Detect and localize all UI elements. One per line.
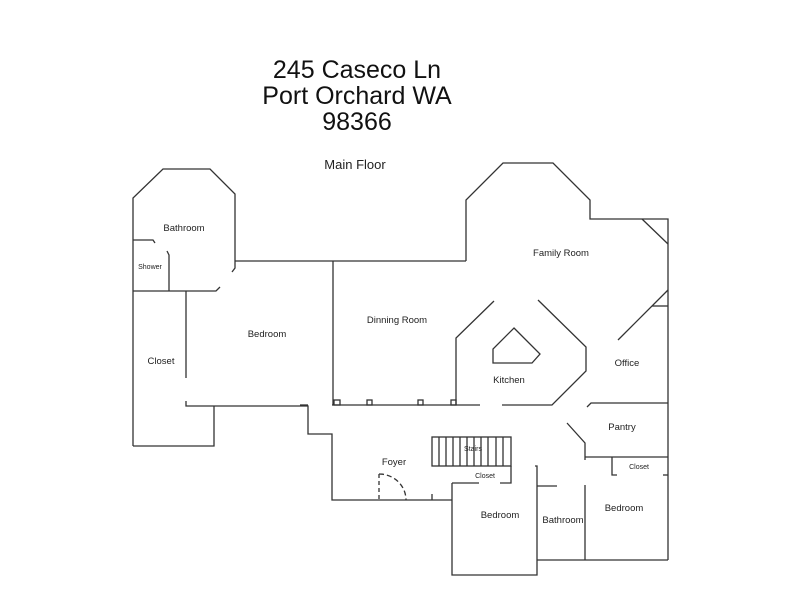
- room-label-closet: Closet: [629, 464, 649, 471]
- room-label-dining-room: Dinning Room: [367, 315, 427, 326]
- room-label-pantry: Pantry: [608, 422, 636, 433]
- room-label-foyer: Foyer: [382, 457, 406, 468]
- address-line-2: Port Orchard WA: [262, 82, 452, 110]
- room-label-bathroom: Bathroom: [542, 515, 583, 526]
- room-label-family-room: Family Room: [533, 248, 589, 259]
- room-label-closet: Closet: [148, 356, 175, 367]
- room-label-bedroom: Bedroom: [481, 510, 520, 521]
- room-labels: Bathroom Shower Closet Bedroom Dinning R…: [138, 223, 649, 526]
- room-label-office: Office: [615, 358, 640, 369]
- room-label-bathroom: Bathroom: [163, 223, 204, 234]
- room-label-kitchen: Kitchen: [493, 375, 525, 386]
- address-line-3: 98366: [322, 108, 392, 136]
- walls: [132, 162, 669, 576]
- floor-label: Main Floor: [324, 157, 386, 172]
- room-label-shower: Shower: [138, 264, 162, 271]
- address-line-1: 245 Caseco Ln: [273, 56, 441, 84]
- room-label-stairs: Stairs: [464, 446, 482, 453]
- room-label-bedroom: Bedroom: [605, 503, 644, 514]
- room-label-closet: Closet: [475, 473, 495, 480]
- room-label-bedroom: Bedroom: [248, 329, 287, 340]
